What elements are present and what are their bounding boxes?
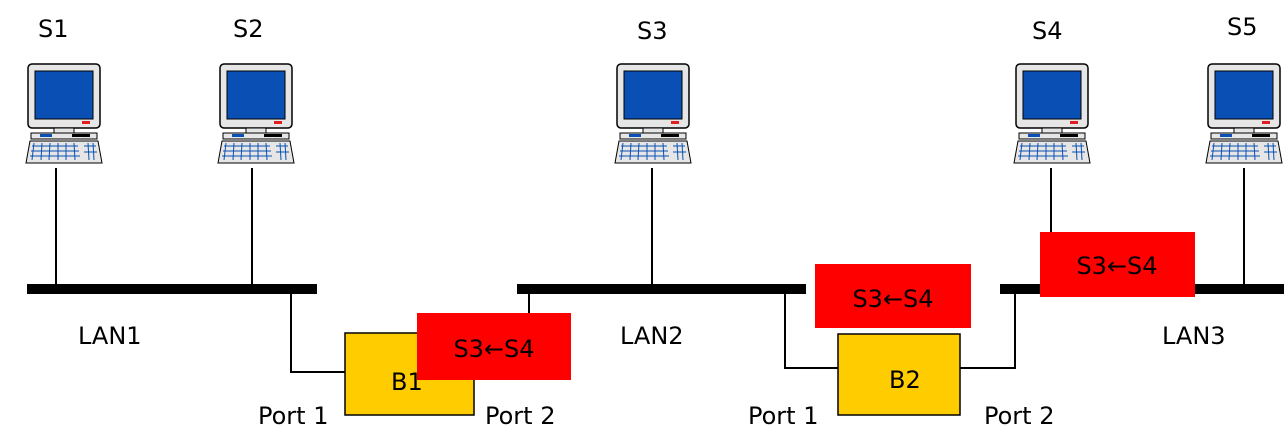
b2-port1-label: Port 1	[748, 402, 818, 429]
frame-label-2: S3←S4	[852, 285, 933, 313]
frame-label-3: S3←S4	[1076, 252, 1157, 280]
s2-label: S2	[233, 15, 264, 43]
s3-computer-icon[interactable]	[614, 63, 692, 164]
bridge-b2-label: B2	[889, 366, 921, 394]
b2-port2-label: Port 2	[984, 402, 1054, 429]
lan1-bus	[27, 284, 317, 294]
s2-computer-icon[interactable]	[217, 63, 295, 164]
s1-label: S1	[38, 15, 69, 43]
s4-label: S4	[1032, 17, 1063, 45]
frame-box-1	[417, 313, 571, 380]
b2-port1-link	[784, 289, 838, 369]
b1-port1-label: Port 1	[258, 402, 328, 429]
lan2-label: LAN2	[620, 322, 684, 350]
s1-computer-icon[interactable]	[25, 63, 103, 164]
lan3-label: LAN3	[1162, 322, 1226, 350]
frame-label-1: S3←S4	[453, 335, 534, 363]
frame-box-3	[1040, 232, 1195, 297]
lan1-label: LAN1	[78, 322, 142, 350]
s5-computer-icon[interactable]	[1205, 63, 1283, 164]
bridge-b2[interactable]	[837, 333, 961, 416]
b1-port1-link	[290, 289, 345, 373]
s4-computer-icon[interactable]	[1013, 63, 1091, 164]
s3-label: S3	[637, 17, 668, 45]
lan2-bus	[517, 284, 806, 294]
b1-port2-label: Port 2	[485, 402, 555, 429]
frame-box-2	[815, 264, 971, 328]
b2-port2-link	[960, 289, 1016, 369]
s5-label: S5	[1227, 13, 1258, 41]
